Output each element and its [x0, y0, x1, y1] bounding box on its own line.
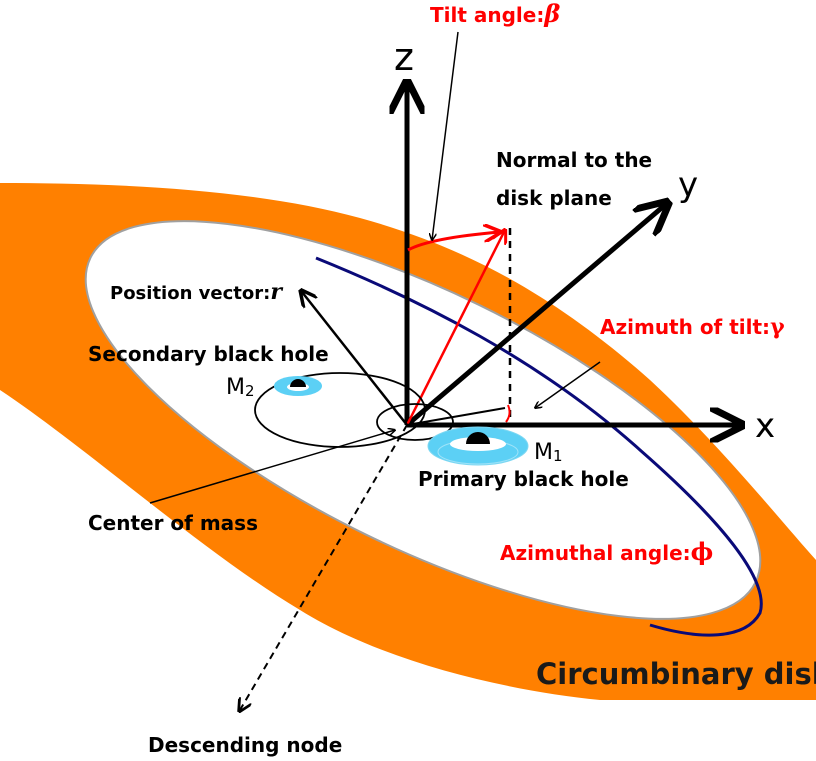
- center-of-mass-pointer: [149, 430, 395, 504]
- primary-orbit: [376, 403, 454, 441]
- tilt-label-pointer: [432, 31, 459, 240]
- y-axis: [405, 205, 665, 427]
- primary-bh-label: Primary black hole: [418, 467, 629, 491]
- z-axis-label: z: [394, 35, 414, 79]
- disk-front-edge: [315, 256, 763, 637]
- primary-black-hole: [427, 426, 529, 466]
- tilt-angle-label: Tilt angle:β: [430, 0, 560, 28]
- azimuth-tilt-label: Azimuth of tilt:γ: [600, 314, 785, 340]
- tilt-node-line: [406, 407, 506, 426]
- azimuthal-angle-label: Azimuthal angle:ϕ: [500, 537, 713, 566]
- secondary-black-hole: [274, 376, 322, 396]
- position-vector-label: Position vector:r: [110, 279, 283, 305]
- center-of-mass-label: Center of mass: [88, 511, 258, 535]
- circumbinary-disk-label: Circumbinary disk: [536, 657, 816, 691]
- normal-vector-arrow: [405, 230, 505, 426]
- m1-label: M1: [534, 440, 563, 465]
- secondary-bh-label: Secondary black hole: [88, 342, 329, 366]
- normal-label-line1: Normal to the: [496, 148, 652, 172]
- normal-label-line2: disk plane: [496, 186, 612, 210]
- x-axis-label: x: [755, 406, 775, 446]
- position-vector-arrow: [302, 292, 408, 426]
- descending-node-label: Descending node: [148, 733, 342, 757]
- m2-label: M2: [226, 375, 255, 400]
- azimuth-tilt-arc: [505, 404, 511, 423]
- tilt-angle-arc: [407, 232, 500, 252]
- azimuth-label-pointer: [535, 361, 601, 408]
- y-axis-label: y: [678, 165, 698, 205]
